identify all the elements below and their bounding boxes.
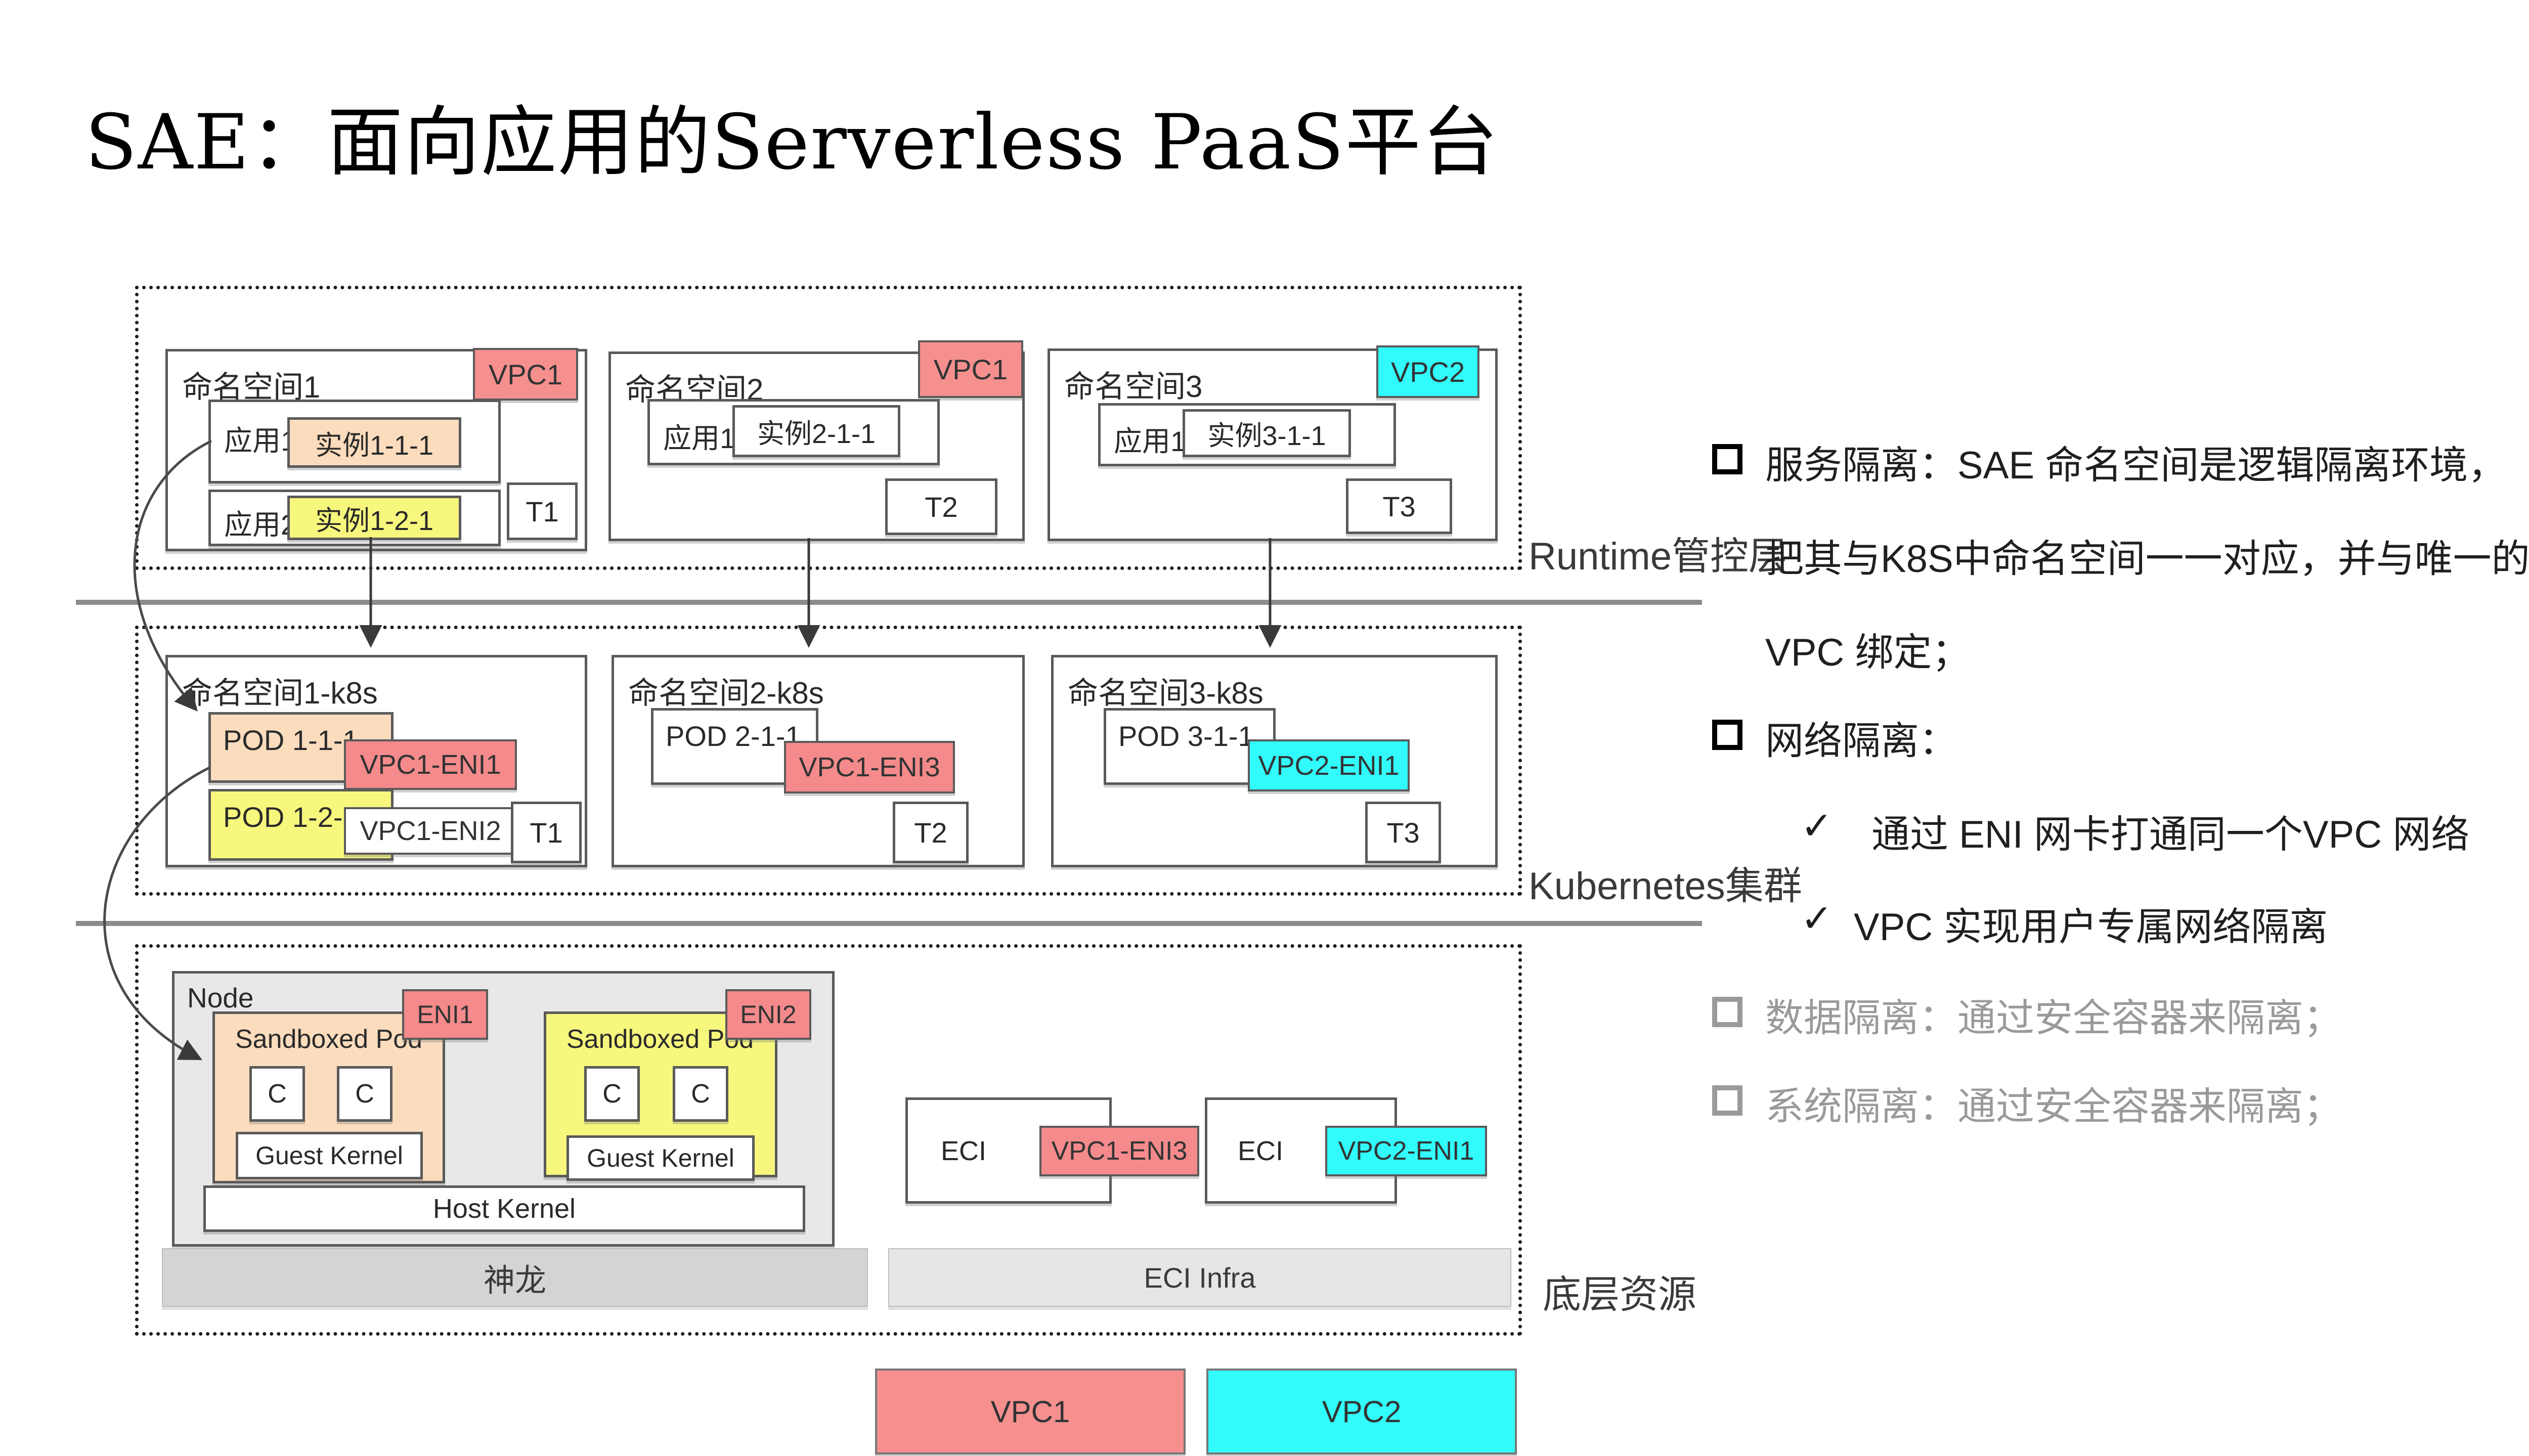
pod-1-1-1-label: POD 1-1-1: [223, 724, 359, 756]
eni1-tag: ENI1: [402, 989, 488, 1040]
check-icon-1: ✓: [1801, 805, 1833, 848]
ns3-k8s-label: 命名空间3-k8s: [1068, 676, 1263, 710]
ns2-t2-box: T2: [885, 478, 997, 535]
sandboxed-pod-b-label: Sandboxed Pod: [566, 1025, 754, 1054]
ns1-app2-label: 应用2: [224, 509, 297, 541]
pod-b-guest-kernel: Guest Kernel: [566, 1135, 755, 1181]
ns3-instance-3-1-1: 实例3-1-1: [1183, 409, 1351, 457]
vpc1-eni2-tag: VPC1-ENI2: [344, 807, 517, 855]
ns1-instance-1-1-1: 实例1-1-1: [287, 417, 461, 468]
ns2-instance-2-1-1: 实例2-1-1: [732, 405, 900, 457]
host-kernel-box: Host Kernel: [203, 1185, 805, 1232]
pod-a-container-2: C: [337, 1066, 393, 1122]
note-network-sub2: VPC 实现用户专属网络隔离: [1854, 906, 2328, 949]
page-title: SAE：面向应用的Serverless PaaS平台: [85, 99, 1499, 187]
pod-a-container-1: C: [249, 1066, 305, 1122]
eci1-vpc1-eni3-tag: VPC1-ENI3: [1039, 1126, 1199, 1176]
ns1-instance-1-2-1: 实例1-2-1: [287, 496, 461, 540]
eci-box-2-label: ECI: [1238, 1136, 1284, 1166]
pod-b-container-1: C: [584, 1066, 640, 1122]
pod-2-1-1-label: POD 2-1-1: [666, 720, 801, 752]
bullet-square-data-isolation: [1712, 997, 1742, 1027]
runtime-layer-box: [135, 286, 1522, 570]
sandboxed-pod-a-label: Sandboxed Pod: [235, 1025, 423, 1054]
ns3-vpc2-tag: VPC2: [1376, 345, 1479, 398]
vpc2-eni1-tag: VPC2-ENI1: [1248, 739, 1410, 791]
k8s-layer-label: Kubernetes集群: [1529, 865, 1802, 908]
k8s-t3-box: T3: [1365, 802, 1441, 863]
note-network-sub1: 通过 ENI 网卡打通同一个VPC 网络: [1871, 813, 2470, 856]
k8s-layer-box: [135, 626, 1522, 896]
ns2-vpc1-tag: VPC1: [918, 340, 1023, 398]
ns2-app1-label: 应用1: [663, 422, 736, 454]
note-data-isolation: 数据隔离：通过安全容器来隔离；: [1765, 997, 2342, 1040]
eci2-vpc2-eni1-tag: VPC2-ENI1: [1325, 1126, 1487, 1176]
eni2-tag: ENI2: [725, 989, 811, 1040]
pod-b-container-2: C: [673, 1066, 728, 1122]
ns3-label: 命名空间3: [1064, 370, 1203, 404]
legend-vpc2: VPC2: [1206, 1369, 1517, 1454]
vpc1-eni3-tag: VPC1-ENI3: [784, 741, 955, 793]
k8s-t1-box: T1: [511, 802, 582, 863]
vpc1-eni1-tag: VPC1-ENI1: [344, 739, 517, 790]
ns2-k8s-label: 命名空间2-k8s: [628, 676, 824, 710]
legend-vpc1: VPC1: [875, 1369, 1186, 1454]
layer-separator-1: [76, 600, 1702, 605]
runtime-layer-label: Runtime管控层: [1529, 535, 1787, 578]
infra-layer-box: [135, 944, 1522, 1336]
bullet-square-system-isolation: [1712, 1085, 1742, 1116]
check-icon-2: ✓: [1801, 897, 1833, 940]
ns1-t1-box: T1: [507, 482, 578, 540]
eci-box-1: ECI: [905, 1097, 1112, 1204]
pod-3-1-1-label: POD 3-1-1: [1118, 720, 1254, 752]
pod-2-1-1-box: POD 2-1-1: [651, 708, 818, 785]
eci-box-1-label: ECI: [941, 1136, 987, 1166]
shenlong-bar: 神龙: [162, 1248, 868, 1307]
infra-layer-label: 底层资源: [1543, 1273, 1696, 1316]
bullet-square-network-isolation: [1712, 720, 1742, 750]
k8s-t2-box: T2: [893, 802, 969, 863]
eci-infra-bar: ECI Infra: [888, 1248, 1511, 1307]
note-service-isolation-line2: 把其与K8S中命名空间一一对应，并与唯一的: [1765, 538, 2529, 581]
pod-1-2-1-label: POD 1-2-1: [223, 801, 359, 833]
note-service-isolation-line1: 服务隔离：SAE 命名空间是逻辑隔离环境，: [1765, 444, 2507, 487]
ns1-vpc1-tag: VPC1: [473, 348, 578, 401]
pod-a-guest-kernel: Guest Kernel: [236, 1132, 423, 1179]
ns1-label: 命名空间1: [182, 370, 321, 404]
bullet-square-service-isolation: [1712, 444, 1742, 474]
node-label: Node: [187, 982, 254, 1013]
note-service-isolation-line3: VPC 绑定；: [1765, 631, 1971, 674]
ns1-k8s-label: 命名空间1-k8s: [182, 676, 378, 710]
layer-separator-2: [76, 921, 1702, 926]
note-system-isolation: 系统隔离：通过安全容器来隔离；: [1765, 1085, 2342, 1128]
ns3-t3-box: T3: [1346, 478, 1452, 534]
ns1-app1-label: 应用1: [224, 425, 297, 457]
note-network-isolation-head: 网络隔离：: [1765, 720, 1957, 763]
ns3-app1-label: 应用1: [1114, 425, 1187, 457]
pod-3-1-1-box: POD 3-1-1: [1104, 708, 1276, 785]
